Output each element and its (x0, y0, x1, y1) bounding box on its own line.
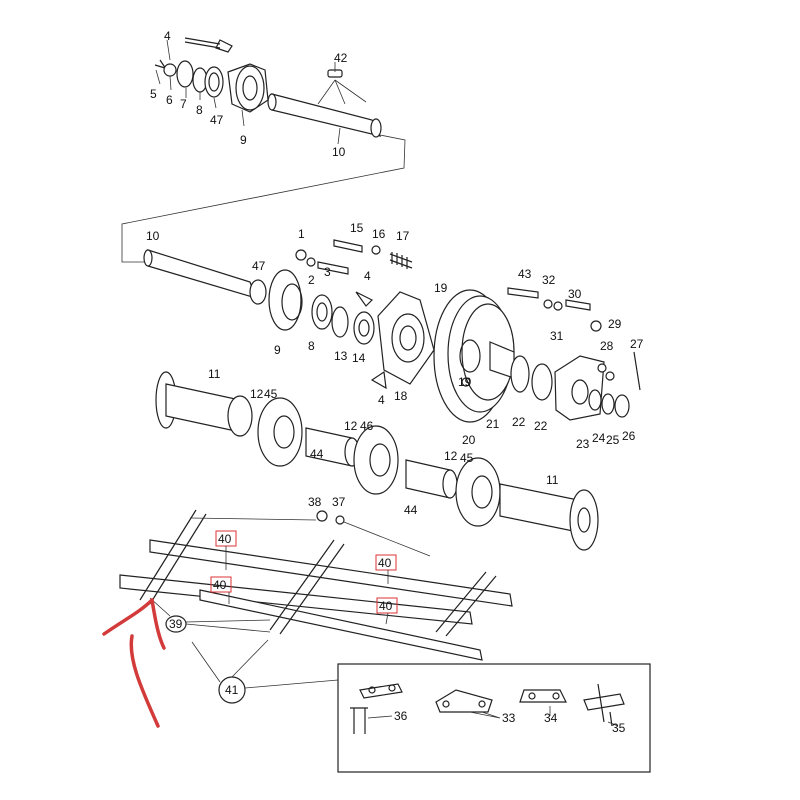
part-label: 2 (308, 273, 315, 287)
part-label: 30 (568, 287, 582, 301)
part-label: 32 (542, 273, 556, 287)
part-label: 46 (360, 419, 374, 433)
part-label: 22 (512, 415, 526, 429)
part-label: 40 (213, 578, 227, 592)
chain-slat-assembly (102, 509, 513, 728)
part-label: 4 (364, 269, 371, 283)
part-label: 38 (308, 495, 322, 509)
part-label: 12 (250, 387, 264, 401)
part-label: 12 (444, 449, 458, 463)
part-label: 29 (608, 317, 622, 331)
part-label: 33 (502, 711, 516, 725)
part-label: 47 (210, 113, 224, 127)
part-label: 23 (576, 437, 590, 451)
part-label: 34 (544, 711, 558, 725)
part-label: 27 (630, 337, 644, 351)
part-label: 26 (622, 429, 636, 443)
part-label: 16 (372, 227, 386, 241)
part-label: 40 (218, 532, 232, 546)
part-label: 1 (298, 227, 305, 241)
part-label: 14 (352, 351, 366, 365)
part-label: 11 (546, 473, 559, 487)
part-label: 37 (332, 495, 346, 509)
part-label: 10 (332, 145, 346, 159)
middle-drive-assembly (143, 239, 641, 423)
part-label: 25 (606, 433, 620, 447)
part-label: 6 (166, 93, 173, 107)
part-label: 36 (394, 709, 408, 723)
part-label: 17 (396, 229, 410, 243)
part-label: 31 (550, 329, 564, 343)
part-label: 15 (350, 221, 364, 235)
part-label: 10 (146, 229, 160, 243)
part-label: 4 (164, 29, 171, 43)
part-label: 24 (592, 431, 606, 445)
part-label: 22 (534, 419, 548, 433)
part-label: 19 (434, 281, 448, 295)
part-label: 4 (378, 393, 385, 407)
part-label: 44 (310, 447, 324, 461)
top-shaft-assembly (121, 37, 406, 263)
part-label: 20 (462, 433, 476, 447)
part-label: 45 (264, 387, 278, 401)
part-label: 9 (240, 133, 247, 147)
part-labels: 4 5 6 7 8 47 9 42 10 10 1 2 3 47 9 8 13 … (146, 29, 644, 735)
part-label: 11 (208, 367, 221, 381)
part-label: 18 (394, 389, 408, 403)
part-label: 5 (150, 87, 157, 101)
part-label: 8 (196, 103, 203, 117)
part-label: 9 (274, 343, 281, 357)
part-label: 45 (460, 451, 474, 465)
part-label: 39 (169, 617, 183, 631)
part-label: 8 (308, 339, 315, 353)
part-label: 42 (334, 51, 348, 65)
part-label: 13 (334, 349, 348, 363)
part-label: 47 (252, 259, 266, 273)
part-label: 43 (518, 267, 532, 281)
part-label: 21 (486, 417, 500, 431)
inset-chain-links (337, 663, 651, 773)
part-label: 44 (404, 503, 418, 517)
part-label: 7 (180, 97, 187, 111)
part-label: 41 (225, 683, 239, 697)
part-label: 19 (458, 375, 472, 389)
part-label: 28 (600, 339, 614, 353)
part-label: 35 (612, 721, 626, 735)
part-label: 12 (344, 419, 358, 433)
part-label: 3 (324, 265, 331, 279)
sprocket-shaft-assembly (155, 371, 599, 551)
part-label: 40 (378, 556, 392, 570)
part-label: 40 (379, 599, 393, 613)
